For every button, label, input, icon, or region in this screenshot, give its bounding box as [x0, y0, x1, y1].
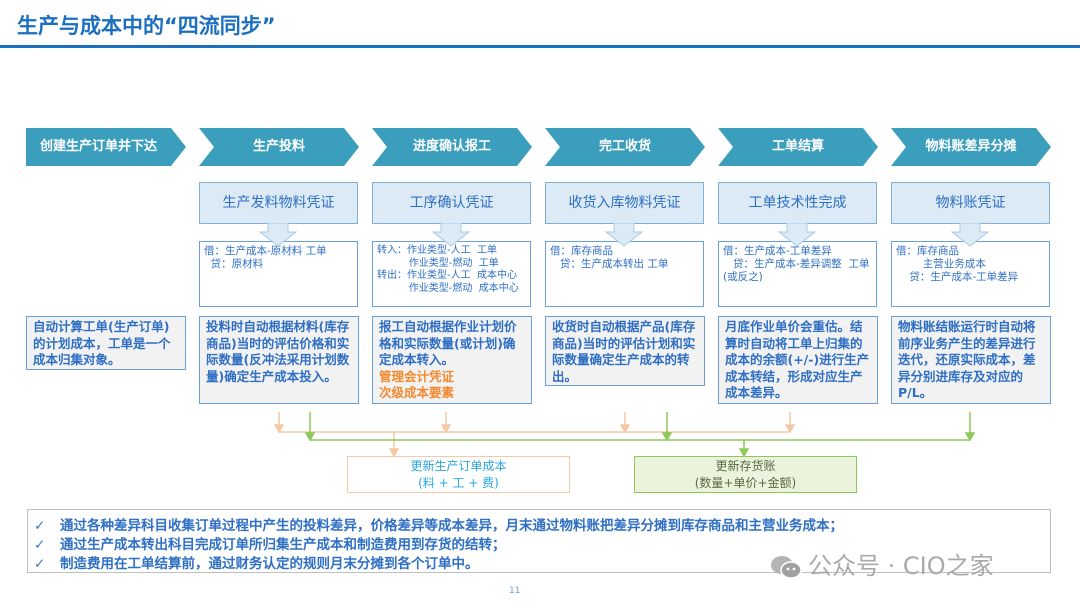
voucher-entries: 借：库存商品 主营业务成本 贷：生产成本-工单差异	[891, 241, 1050, 307]
green-arrowhead	[661, 432, 673, 442]
step-label: 创建生产订单并下达	[39, 139, 157, 154]
orange-arrowhead	[388, 448, 400, 458]
management-voucher-label: 管理会计凭证	[379, 368, 455, 384]
orange-connector-group	[273, 412, 796, 458]
orange-arrowhead	[440, 424, 452, 434]
page-number: 11	[509, 586, 521, 596]
voucher-title: 物料账凭证	[891, 182, 1050, 224]
note-item: ✓ 通过各种差异科目收集订单过程中产生的投料差异，价格差异等成本差异，月末通过物料…	[34, 514, 843, 534]
note-text: 通过生产成本转出科目完成订单所归集生产成本和制造费用到存货的结转；	[60, 537, 506, 553]
down-arrow-icon	[431, 223, 471, 247]
page-title: 生产与成本中的“四流同步”	[17, 14, 276, 38]
note-text: 制造费用在工单结算前，通过财务认定的规则月末分摊到各个订单中。	[60, 556, 479, 572]
note-item: ✓ 制造费用在工单结算前，通过财务认定的规则月末分摊到各个订单中。	[34, 552, 479, 572]
description-text: 物料账结账运行时自动将前序业务产生的差异进行迭代，还原实际成本，差异分别进库存及…	[898, 319, 1036, 400]
green-arrowhead	[304, 432, 316, 442]
step-goods-receipt: 完工收货	[545, 128, 705, 166]
chevron-shape	[372, 128, 532, 166]
chevron-shape	[891, 128, 1051, 166]
wechat-icon	[770, 554, 802, 580]
watermark-text: 公众号 · CIO之家	[808, 552, 994, 580]
chevron-shape	[545, 128, 705, 166]
orange-arrowhead	[784, 424, 796, 434]
down-arrow-icon	[777, 223, 817, 247]
step-label: 物料账差异分摊	[925, 139, 1017, 154]
step-label: 工单结算	[771, 139, 824, 154]
description-box: 投料时自动根据材料(库存商品)当时的评估价格和实际数量(反冲法采用计划数量)确定…	[199, 316, 359, 404]
update-production-order-cost-box: 更新生产订单成本 (料 + 工 + 费)	[347, 456, 570, 493]
step-material-issue: 生产投料	[199, 128, 359, 166]
description-box: 报工自动根据作业计划价格和实际数量(或计划)确定成本转入。 管理会计凭证 次级成…	[372, 316, 532, 404]
step-label: 生产投料	[252, 139, 305, 154]
orange-arrowhead	[273, 424, 285, 434]
check-icon: ✓	[34, 518, 46, 534]
step-settlement: 工单结算	[718, 128, 878, 166]
description-box: 自动计算工单(生产订单)的计划成本，工单是一个成本归集对象。	[26, 316, 186, 370]
step-ml-variance: 物料账差异分摊	[891, 128, 1051, 166]
update-subtitle: (料 + 工 + 费)	[418, 476, 499, 490]
description-box: 月底作业单价会重估。结算时自动将工单上归集的成本的余额(+/-)进行生产成本转结…	[718, 316, 878, 404]
description-text: 投料时自动根据材料(库存商品)当时的评估价格和实际数量(反冲法采用计划数量)确定…	[206, 319, 350, 384]
description-text: 报工自动根据作业计划价格和实际数量(或计划)确定成本转入。	[379, 319, 517, 367]
description-text: 月底作业单价会重估。结算时自动将工单上归集的成本的余额(+/-)进行生产成本转结…	[725, 319, 870, 400]
down-arrow-icon	[258, 223, 298, 247]
green-arrowhead	[738, 448, 750, 458]
description-box: 收货时自动根据产品(库存商品)当时的评估计划和实际数量确定生产成本的转出。	[545, 316, 705, 386]
voucher-entries: 借：生产成本-原材料 工单 贷：原材料	[199, 241, 358, 307]
step-create-order: 创建生产订单并下达	[26, 128, 186, 166]
green-arrowhead	[964, 432, 976, 442]
title-underline	[0, 45, 1080, 48]
secondary-cost-element-label: 次级成本要素	[379, 385, 455, 400]
voucher-title: 生产发料物料凭证	[199, 182, 358, 224]
note-item: ✓ 通过生产成本转出科目完成订单所归集生产成本和制造费用到存货的结转；	[34, 533, 506, 553]
voucher-title: 工序确认凭证	[372, 182, 531, 224]
chevron-shape	[26, 128, 186, 166]
voucher-entries: 借：生产成本-工单差异 贷：生产成本-差异调整 工单 (或反之)	[718, 241, 877, 307]
chevron-shape	[718, 128, 878, 166]
down-arrow-icon	[604, 223, 644, 247]
step-label: 进度确认报工	[412, 139, 491, 154]
update-title: 更新生产订单成本	[410, 459, 507, 473]
summary-notes: ✓ 通过各种差异科目收集订单过程中产生的投料差异，价格差异等成本差异，月末通过物料…	[27, 509, 1051, 573]
step-confirmation: 进度确认报工	[372, 128, 532, 166]
orange-arrowhead	[619, 424, 631, 434]
voucher-title: 收货入库物料凭证	[545, 182, 704, 224]
update-subtitle: (数量+单价+金额)	[694, 476, 797, 490]
step-label: 完工收货	[598, 139, 651, 154]
note-text: 通过各种差异科目收集订单过程中产生的投料差异，价格差异等成本差异，月末通过物料账…	[60, 518, 843, 534]
update-title: 更新存货账	[715, 459, 776, 473]
description-text: 收货时自动根据产品(库存商品)当时的评估计划和实际数量确定生产成本的转出。	[552, 319, 696, 384]
chevron-shape	[199, 128, 359, 166]
voucher-entries: 借：库存商品 贷：生产成本转出 工单	[545, 241, 704, 307]
voucher-title: 工单技术性完成	[718, 182, 877, 224]
green-connector-group	[304, 412, 976, 458]
check-icon: ✓	[34, 556, 46, 572]
voucher-entries: 转入：作业类型-人工 工单 作业类型-燃动 工单 转出：作业类型-人工 成本中心…	[372, 241, 531, 307]
description-box: 物料账结账运行时自动将前序业务产生的差异进行迭代，还原实际成本，差异分别进库存及…	[891, 316, 1051, 404]
update-inventory-ledger-box: 更新存货账 (数量+单价+金额)	[634, 456, 857, 493]
check-icon: ✓	[34, 537, 46, 553]
description-text: 自动计算工单(生产订单)的计划成本，工单是一个成本归集对象。	[33, 319, 171, 367]
down-arrow-icon	[950, 223, 990, 247]
watermark: 公众号 · CIO之家	[770, 546, 994, 581]
